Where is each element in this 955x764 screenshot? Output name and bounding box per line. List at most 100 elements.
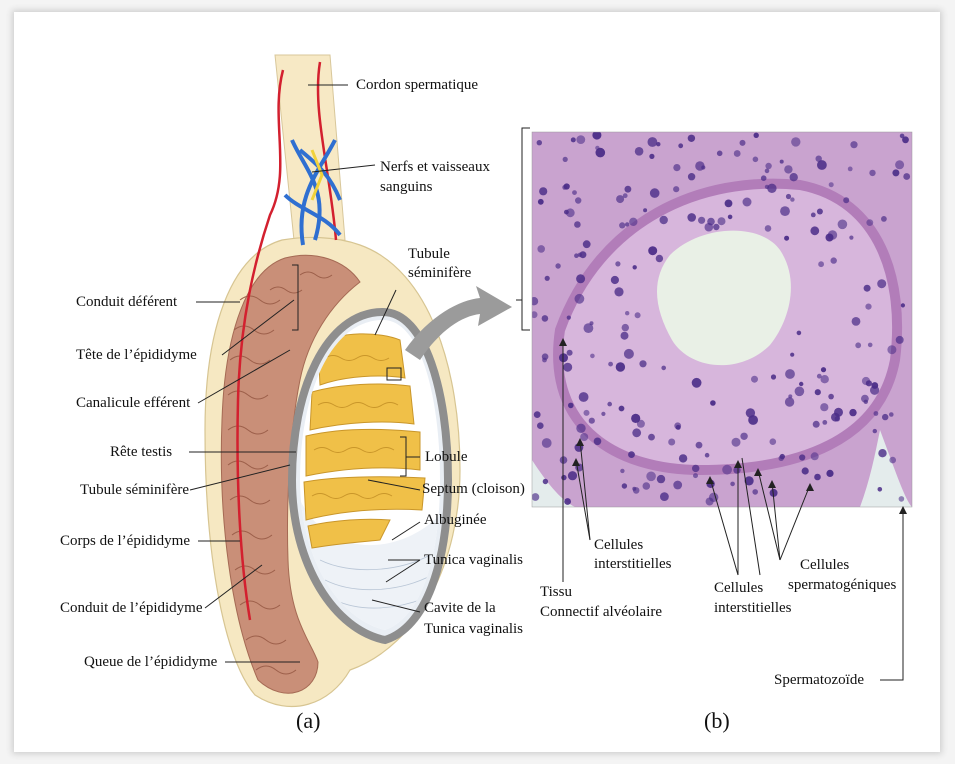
cell-nucleus [828,230,837,239]
cell-nucleus [734,150,741,157]
cell-nucleus [633,487,640,494]
cell-nucleus [811,452,819,460]
cell-nucleus [765,163,771,169]
cell-nucleus [869,170,875,176]
cell-nucleus [790,173,798,181]
cell-nucleus [574,253,579,258]
cell-nucleus [765,169,770,174]
cell-nucleus [562,185,567,190]
cell-nucleus [566,208,575,217]
cell-nucleus [561,475,566,480]
cell-nucleus [567,316,571,320]
cell-nucleus [797,331,802,336]
cell-nucleus [620,469,624,473]
cell-nucleus [865,304,871,310]
cell-nucleus [650,188,660,198]
cell-nucleus [835,416,840,421]
label-cordon-spermatique: Cordon spermatique [356,76,478,94]
label-spermatozoide: Spermatozoïde [774,671,864,689]
cell-nucleus [765,185,769,189]
cell-nucleus [822,420,827,425]
cell-nucleus [639,360,646,367]
cell-nucleus [861,395,869,403]
cell-nucleus [646,472,656,482]
cell-nucleus [817,160,827,170]
cell-nucleus [576,135,585,144]
cell-nucleus [740,140,746,146]
cell-nucleus [679,454,687,462]
label-tissu-line1: Tissu [540,583,572,601]
cell-nucleus [746,408,755,417]
label-cellules-interstitielles-a-line1: Cellules [594,536,643,554]
cell-nucleus [843,197,849,203]
cell-nucleus [661,366,666,371]
cell-nucleus [790,353,794,357]
cell-nucleus [583,240,591,248]
cell-nucleus [537,245,545,253]
label-tubule-right-line2: séminifère [408,264,471,282]
cell-nucleus [692,465,699,472]
histology-micrograph [530,131,912,507]
cell-nucleus [821,375,829,383]
cell-nucleus [828,394,834,400]
cell-nucleus [539,187,547,195]
cell-nucleus [628,451,635,458]
cell-nucleus [568,403,574,409]
cell-nucleus [555,263,560,268]
cell-nucleus [785,397,794,406]
label-conduit-epididyme: Conduit de l’épididyme [60,599,202,617]
cell-nucleus [878,449,886,457]
cell-nucleus [623,193,628,198]
cell-nucleus [870,386,879,395]
cell-nucleus [572,190,577,195]
cell-nucleus [710,400,716,406]
cell-nucleus [590,354,595,359]
cell-nucleus [767,184,776,193]
cell-nucleus [799,454,805,460]
cell-nucleus [696,442,703,449]
label-nerfs-line2: sanguins [380,178,433,196]
cell-nucleus [826,470,833,477]
cell-nucleus [574,221,581,228]
caption-b: (b) [704,708,730,734]
cell-nucleus [660,492,669,501]
label-cellules-interstitielles-a-line2: interstitielles [594,555,671,573]
label-corps-epididyme: Corps de l’épididyme [60,532,190,550]
cell-nucleus [542,358,547,363]
cell-nucleus [849,409,856,416]
cell-nucleus [743,198,752,207]
label-conduit-deferent: Conduit déférent [76,293,177,311]
cell-nucleus [571,137,576,142]
label-queue-epididyme: Queue de l’épididyme [84,653,217,671]
cell-nucleus [810,226,819,235]
cell-nucleus [765,225,772,232]
cell-nucleus [614,287,623,296]
cell-nucleus [567,350,573,356]
cell-nucleus [622,324,629,331]
cell-nucleus [878,487,883,492]
label-rete-testis: Rête testis [110,443,172,461]
cell-nucleus [648,137,658,147]
label-lobule: Lobule [425,448,468,466]
cell-nucleus [542,315,549,322]
cell-nucleus [722,465,732,475]
cell-nucleus [889,412,894,417]
cell-nucleus [881,216,887,222]
cell-nucleus [852,317,861,326]
cell-nucleus [594,438,602,446]
cell-nucleus [660,216,668,224]
label-tunica-vaginalis: Tunica vaginalis [424,551,523,569]
label-cellules-interstitielles-b-line1: Cellules [714,579,763,597]
cell-nucleus [752,489,758,495]
cell-nucleus [595,146,599,150]
label-albuginee: Albuginée [424,511,486,529]
cell-nucleus [892,169,899,176]
cell-nucleus [619,222,625,228]
cell-nucleus [625,222,629,226]
caption-a: (a) [296,708,320,734]
cell-nucleus [902,136,909,143]
cell-nucleus [575,197,581,203]
cell-nucleus [848,167,853,172]
